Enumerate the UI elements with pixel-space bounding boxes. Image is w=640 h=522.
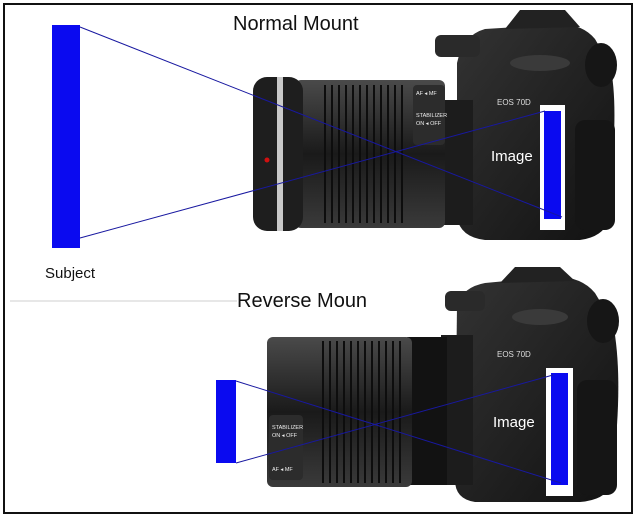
mode-dial-2: [445, 291, 485, 311]
viewfinder-hump: [505, 10, 580, 29]
lens-mount: [443, 100, 473, 225]
lens-front-ring: [277, 77, 283, 231]
switch-panel: [413, 85, 445, 145]
subject-bar-normal: [52, 25, 80, 248]
image-bar-reverse: [551, 373, 568, 485]
camera-badge: EOS 70D: [497, 98, 531, 107]
lens-red-dot: [264, 157, 270, 163]
reversed-lens-barrel: [267, 337, 412, 487]
zoom-ring-ribs-2: [322, 341, 401, 483]
lens-switch-text-4: STABILIZER: [272, 425, 303, 431]
normal-mount-camera: EOS 70D AF ◂ MF STABILIZER ON ◂ OFF: [253, 10, 617, 240]
image-label-normal: Image: [491, 148, 533, 165]
diagram-canvas: EOS 70D AF ◂ MF STABILIZER ON ◂ OFF Norm…: [10, 10, 619, 505]
lens-switch-text-6: AF ◂ MF: [272, 467, 293, 473]
reverse-mount-camera: EOS 70D STABILIZER ON ◂ OFF AF ◂ MF: [65, 267, 619, 505]
image-bar-normal: [544, 111, 561, 219]
eyecup-2: [587, 299, 619, 343]
subject-bar-reverse: [216, 380, 236, 463]
normal-mount-title: Normal Mount: [233, 13, 359, 35]
mode-dial: [435, 35, 480, 57]
viewfinder-hump-2: [500, 267, 575, 283]
subject-label: Subject: [45, 265, 96, 282]
ray-lines-normal: [79, 26, 563, 239]
diagram-frame: EOS 70D AF ◂ MF STABILIZER ON ◂ OFF Norm…: [3, 3, 633, 514]
reverse-mount-title: Reverse Moun: [237, 290, 367, 312]
grip: [575, 120, 615, 230]
reversed-lens-front: [407, 337, 447, 485]
eyecup: [585, 43, 617, 87]
lens-switch-text-2: STABILIZER: [416, 113, 447, 119]
lens-switch-text-3: ON ◂ OFF: [416, 121, 442, 127]
image-label-reverse: Image: [493, 414, 535, 431]
switch-panel-2: [269, 415, 303, 480]
lens-switch-text-1: AF ◂ MF: [416, 91, 437, 97]
camera-badge-2: EOS 70D: [497, 350, 531, 359]
lens-switch-text-5: ON ◂ OFF: [272, 433, 298, 439]
grip-2: [577, 380, 617, 495]
ray-lines-reverse: [235, 374, 562, 484]
top-dial-2: [512, 309, 568, 325]
top-dial: [510, 55, 570, 71]
